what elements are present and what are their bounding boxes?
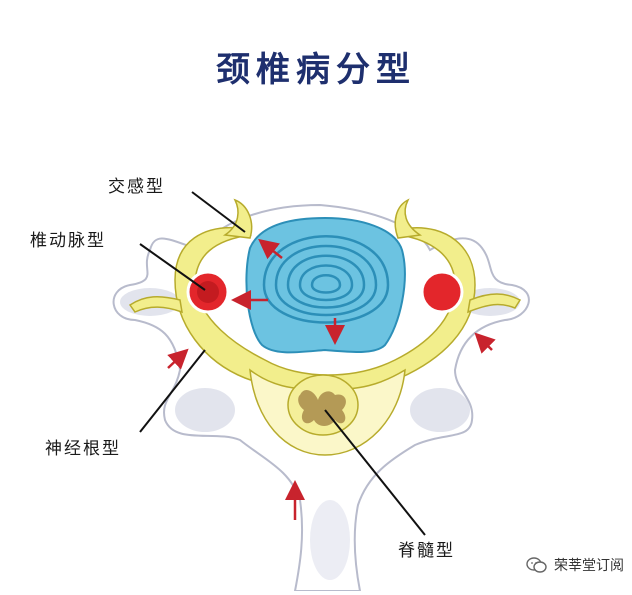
label-nerve-root-type: 神经根型 bbox=[45, 434, 121, 459]
watermark: 荣莘堂订阅 bbox=[526, 555, 624, 575]
wechat-icon bbox=[526, 556, 548, 574]
label-vertebral-artery-type: 椎动脉型 bbox=[30, 226, 106, 251]
watermark-text: 荣莘堂订阅 bbox=[554, 555, 624, 575]
leader-sympathetic bbox=[192, 192, 245, 232]
label-sympathetic-type: 交感型 bbox=[108, 172, 165, 197]
diagram-title: 颈椎病分型 bbox=[0, 42, 632, 91]
sympathetic-branch-right bbox=[395, 200, 420, 238]
arrow-right-root bbox=[478, 336, 492, 350]
bone-shadow-lower-right bbox=[410, 388, 470, 432]
grey-matter bbox=[298, 390, 346, 426]
bone-shadow-stem bbox=[310, 500, 350, 580]
label-spinal-cord-type: 脊髓型 bbox=[398, 536, 455, 561]
vertebral-artery-right bbox=[422, 272, 462, 312]
vertebral-artery-left-inner bbox=[197, 281, 219, 303]
bone-shadow-lower-left bbox=[175, 388, 235, 432]
intervertebral-disc bbox=[246, 218, 404, 352]
disc-body bbox=[246, 218, 404, 352]
